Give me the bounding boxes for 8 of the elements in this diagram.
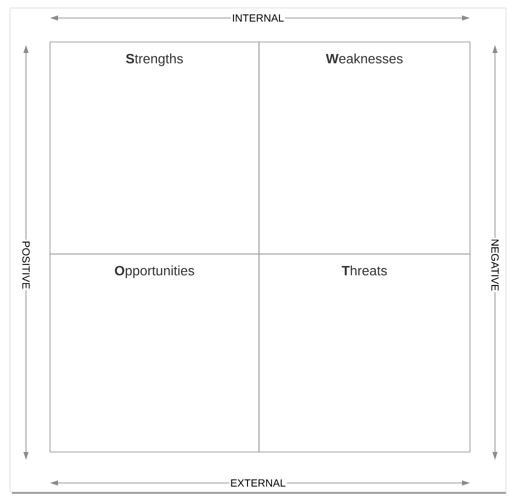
quadrant-box: Weaknesses (258, 42, 470, 254)
axis-label: NEGATIVE (490, 238, 500, 292)
axis-label: POSITIVE (21, 240, 31, 290)
axis-label: EXTERNAL (229, 478, 287, 488)
quadrant-box: Strengths (50, 42, 260, 254)
axis-label: INTERNAL (231, 13, 285, 23)
quadrant-box: Opportunities (50, 254, 260, 452)
quadrant-box: Threats (258, 254, 470, 452)
